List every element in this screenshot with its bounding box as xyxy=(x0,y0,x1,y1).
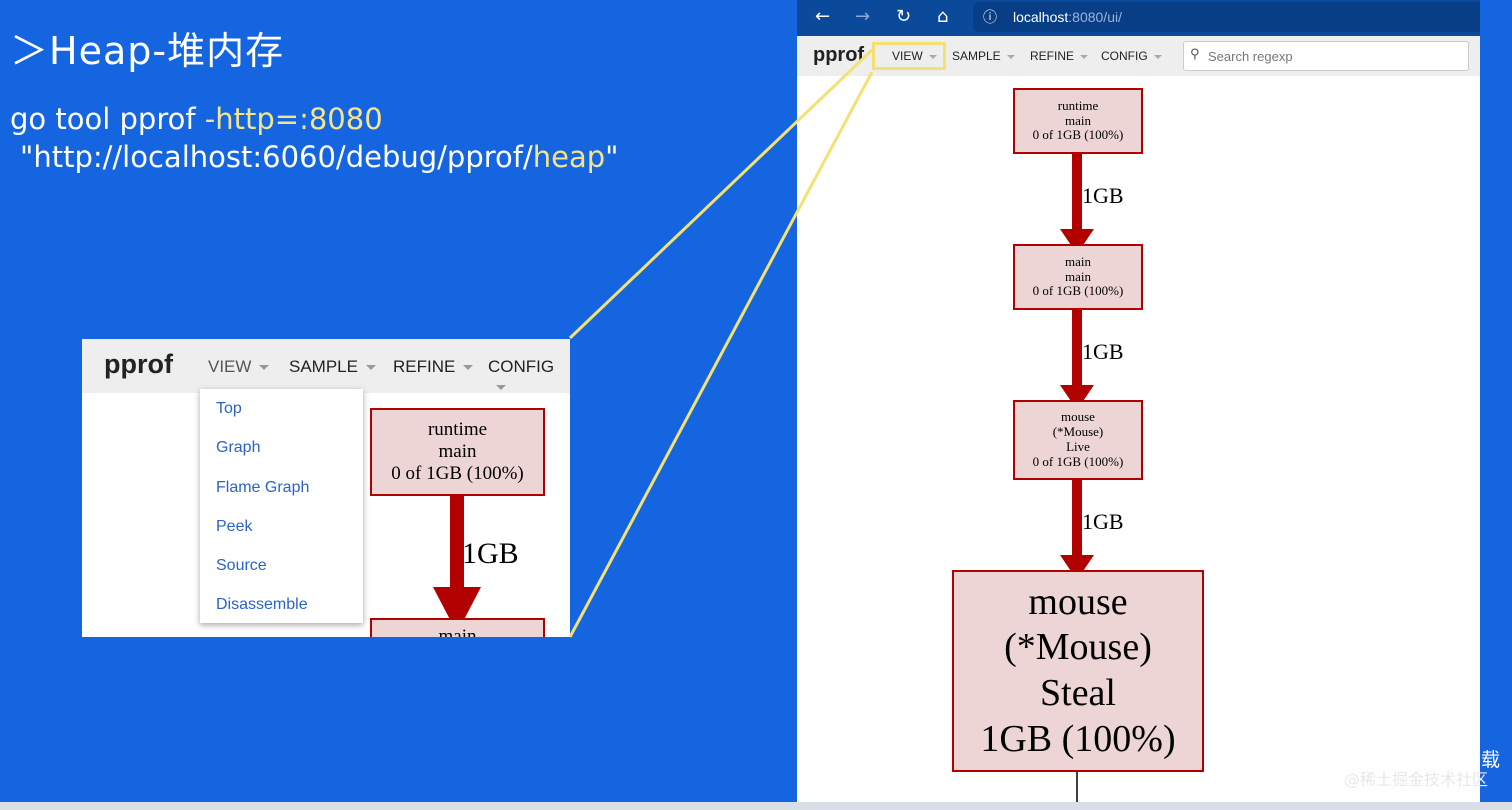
menu-view[interactable]: VIEW xyxy=(892,49,937,63)
node-line: Steal xyxy=(1040,672,1116,714)
zoom-edge-arrowhead xyxy=(433,587,481,633)
browser-window: ← → ↻ ⌂ ⓘ localhost:8080/ui/ pprof VIEW … xyxy=(797,0,1480,810)
menu-refine[interactable]: REFINE xyxy=(1030,49,1089,63)
forward-icon[interactable]: → xyxy=(855,6,871,27)
caret-down-icon xyxy=(259,365,270,371)
edge-label-2: 1GB xyxy=(1082,339,1124,364)
command-flag: -http=:8080 xyxy=(204,102,383,136)
graph-node-main-main[interactable]: main main 0 of 1GB (100%) xyxy=(1013,244,1143,310)
node-line: 0 of 1GB (100%) xyxy=(1032,283,1124,299)
edge-label-3: 1GB xyxy=(1082,509,1124,534)
node-line: main xyxy=(1065,268,1091,284)
url-host: localhost xyxy=(1013,9,1069,25)
dropdown-item-source[interactable]: Source xyxy=(216,557,267,574)
zoom-menu-refine-label: REFINE xyxy=(393,357,456,376)
zoom-edge-label: 1GB xyxy=(462,537,519,570)
caret-down-icon xyxy=(1006,54,1015,59)
command-url-heap: heap xyxy=(532,140,606,174)
zoom-edge xyxy=(433,496,481,633)
menu-refine-label: REFINE xyxy=(1030,49,1075,63)
site-watermark: @稀土掘金技术社区 xyxy=(1343,770,1488,789)
node-line: runtime xyxy=(1057,97,1099,113)
url-path: :8080/ui/ xyxy=(1068,9,1122,25)
node-line: main xyxy=(1065,253,1091,269)
node-line: (*Mouse) xyxy=(1052,424,1104,440)
node-line: mouse xyxy=(1061,409,1095,425)
edge-2-shaft xyxy=(1072,309,1082,387)
dropdown-item-flame-graph[interactable]: Flame Graph xyxy=(216,479,310,496)
zoom-menu-view-label: VIEW xyxy=(208,357,252,376)
view-menu-callout xyxy=(872,42,946,70)
search-input[interactable] xyxy=(1208,46,1464,66)
search-box[interactable]: ⚲ xyxy=(1183,41,1469,71)
reload-icon[interactable]: ↻ xyxy=(896,6,912,27)
command-prefix: go tool pprof xyxy=(10,102,205,136)
bottom-strip xyxy=(0,802,1512,810)
menu-config[interactable]: CONFIG xyxy=(1101,49,1162,63)
node-line: mouse xyxy=(1028,580,1128,623)
zoom-menu-config-label: CONFIG xyxy=(488,357,555,376)
view-dropdown-menu: Top Graph Flame Graph Peek Source Disass… xyxy=(200,389,363,623)
caret-down-icon xyxy=(463,365,474,371)
slide-title: ＞Heap-堆内存 xyxy=(10,29,285,73)
dropdown-item-graph[interactable]: Graph xyxy=(216,439,261,456)
info-icon[interactable]: ⓘ xyxy=(983,10,997,26)
zoom-toolbar: pprof VIEW SAMPLE REFINE CONFIG xyxy=(82,339,570,393)
caret-down-icon xyxy=(365,365,376,371)
edge-3-arrowhead xyxy=(1060,555,1094,580)
caret-down-icon xyxy=(928,54,937,59)
call-graph-edges xyxy=(1060,153,1094,802)
graph-node-mouse-steal[interactable]: mouse (*Mouse) Steal 1GB (100%) xyxy=(952,570,1204,772)
home-icon[interactable]: ⌂ xyxy=(937,6,949,27)
zoom-menu-sample[interactable]: SAMPLE xyxy=(289,357,376,377)
menu-view-label: VIEW xyxy=(892,49,923,63)
edge-1-arrowhead xyxy=(1060,229,1094,254)
zoom-menu-sample-label: SAMPLE xyxy=(289,357,358,376)
edge-1-shaft xyxy=(1072,153,1082,231)
zoom-panel: pprof VIEW SAMPLE REFINE CONFIG runtime … xyxy=(82,339,570,637)
node-line: main xyxy=(438,441,477,463)
side-caption-char: 载 xyxy=(1481,749,1501,771)
command-url-prefix: "http://localhost:6060/debug/pprof/ xyxy=(20,140,533,174)
address-text: localhost:8080/ui/ xyxy=(1013,9,1122,25)
menu-sample[interactable]: SAMPLE xyxy=(952,49,1015,63)
node-line: runtime xyxy=(427,419,488,441)
node-line: 1GB (100%) xyxy=(980,717,1176,760)
graph-node-runtime-main[interactable]: runtime main 0 of 1GB (100%) xyxy=(1013,88,1143,154)
zoom-pprof-logo: pprof xyxy=(104,349,173,379)
zoom-node-main-partial[interactable]: main xyxy=(370,618,545,637)
command-line-2: "http://localhost:6060/debug/pprof/heap" xyxy=(20,140,619,174)
node-line: Live xyxy=(1066,439,1090,454)
menu-sample-label: SAMPLE xyxy=(952,49,1001,63)
back-icon[interactable]: ← xyxy=(815,6,831,27)
dropdown-item-peek[interactable]: Peek xyxy=(216,518,253,535)
node-line: (*Mouse) xyxy=(1004,626,1152,669)
node-line: 0 of 1GB (100%) xyxy=(391,462,524,484)
node-line: 0 of 1GB (100%) xyxy=(1032,453,1124,469)
node-line: 0 of 1GB (100%) xyxy=(1032,127,1124,143)
zoom-menu-config[interactable]: CONFIG xyxy=(488,357,570,397)
search-icon: ⚲ xyxy=(1190,47,1200,62)
menu-config-label: CONFIG xyxy=(1101,49,1148,63)
edge-2-arrowhead xyxy=(1060,385,1094,410)
graph-node-mouse-live[interactable]: mouse (*Mouse) Live 0 of 1GB (100%) xyxy=(1013,400,1143,480)
address-bar[interactable]: ⓘ localhost:8080/ui/ xyxy=(973,2,1480,32)
dropdown-item-disassemble[interactable]: Disassemble xyxy=(216,596,308,613)
caret-down-icon xyxy=(1080,54,1089,59)
zoom-menu-refine[interactable]: REFINE xyxy=(393,357,474,377)
browser-nav-bar: ← → ↻ ⌂ ⓘ localhost:8080/ui/ xyxy=(797,0,1480,36)
zoom-edge-shaft xyxy=(450,496,464,588)
command-line-1: go tool pprof -http=:8080 xyxy=(10,102,383,136)
caret-down-icon xyxy=(496,385,506,391)
dropdown-item-top[interactable]: Top xyxy=(216,400,242,417)
command-url-suffix: " xyxy=(605,140,619,174)
node-line: main xyxy=(438,626,477,637)
caret-down-icon xyxy=(1153,54,1162,59)
zoom-menu-view[interactable]: VIEW xyxy=(208,357,270,377)
edge-label-1: 1GB xyxy=(1082,183,1124,208)
node-line: main xyxy=(1065,112,1091,128)
zoom-node-runtime-main[interactable]: runtime main 0 of 1GB (100%) xyxy=(370,408,545,496)
edge-3-shaft xyxy=(1072,479,1082,557)
